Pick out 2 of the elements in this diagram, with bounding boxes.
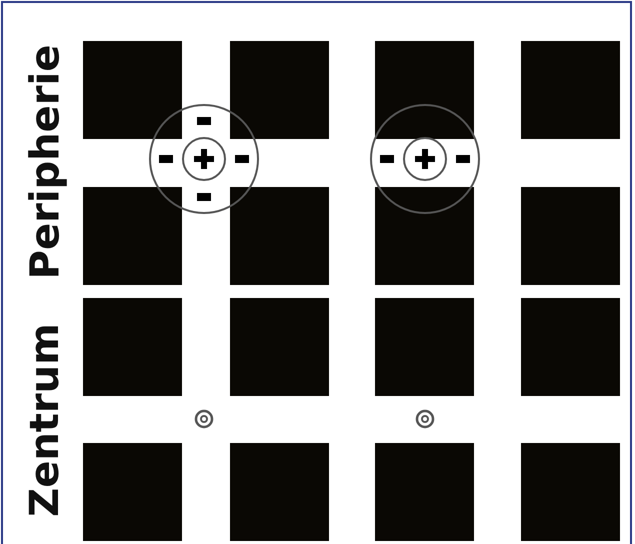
axis-label: Peripherie [24,44,65,280]
axis-label: Zentrum [24,323,65,517]
